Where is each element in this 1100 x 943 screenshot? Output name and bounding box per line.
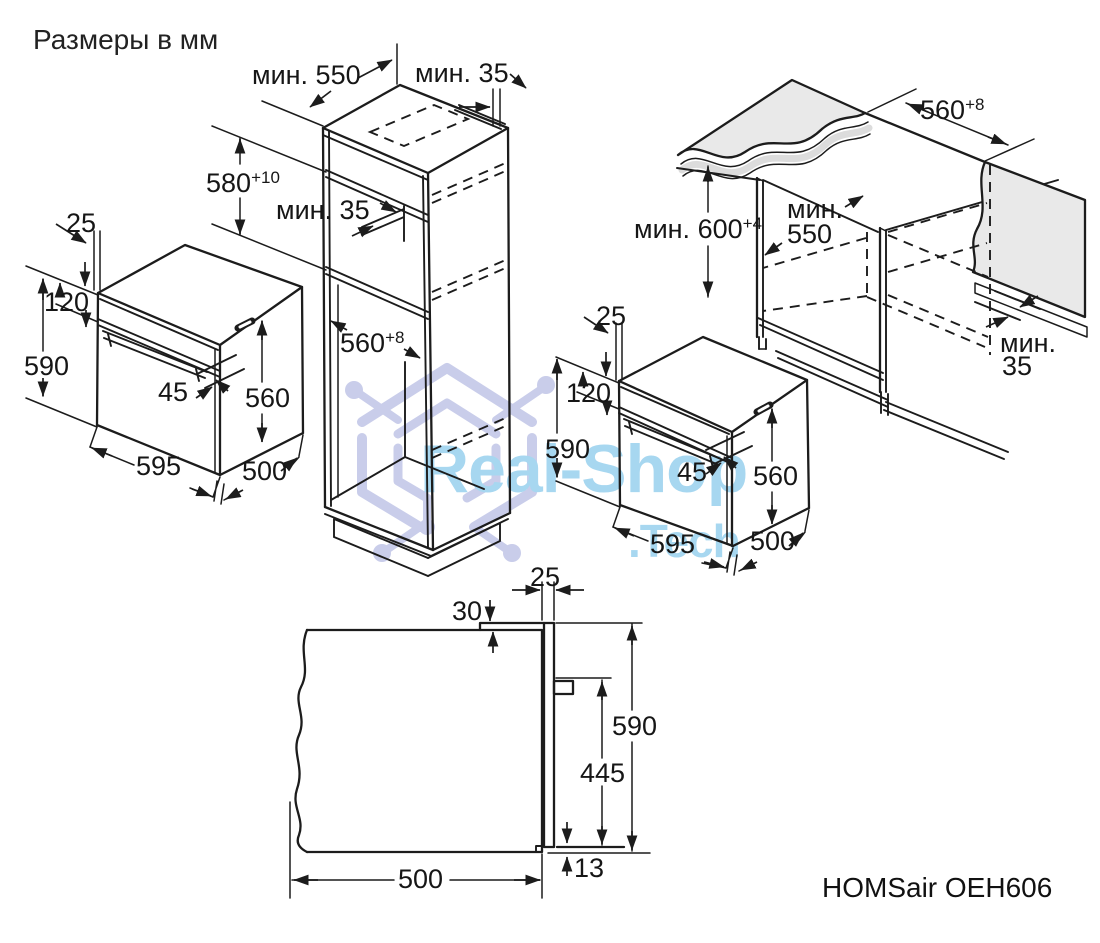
dim-cabinet-mid-rear-gap: мин. 35: [276, 195, 370, 225]
dim-cabinet-niche-height: 580+10: [206, 168, 280, 198]
dim-side-handle-to-bottom: 445: [580, 758, 626, 788]
dim-side-door-thickness: 25: [530, 562, 561, 592]
niche-height-tolerance: +10: [251, 168, 280, 187]
niche-width-tolerance: +8: [385, 328, 405, 347]
side-wall: [971, 160, 1087, 319]
dim-oven-left-width: 595: [136, 451, 182, 481]
dim-oven-left-panel-height: 120: [44, 287, 90, 317]
niche-height-value: 580: [206, 168, 252, 198]
min-word: мин.: [634, 214, 691, 244]
dim-side-top-offset: 30: [452, 596, 483, 626]
niche-width-value: 560: [340, 328, 386, 358]
dim-side-bottom-gap: 13: [574, 853, 605, 883]
dim-base-rear-gap-value: 35: [1002, 351, 1033, 381]
dim-cabinet-min-depth: мин. 550: [252, 60, 361, 90]
side-view-drawing: [289, 581, 651, 899]
oven-right-handle: [623, 418, 722, 469]
oven-left-handle: [102, 330, 208, 382]
watermark-brand: Real-Shop: [420, 431, 748, 507]
handle-side-view: [552, 679, 575, 696]
dim-oven-left-body-height: 560: [245, 383, 291, 413]
oven-right-drawing: [551, 316, 811, 576]
min-height-tolerance: +4: [742, 214, 763, 233]
base-niche-width-tolerance: +8: [965, 95, 985, 114]
min-height-value: 600: [697, 214, 743, 244]
dim-oven-right-width: 595: [650, 529, 696, 559]
dim-base-min-depth-value: 550: [787, 219, 833, 249]
base-cabinet-drawing: [676, 78, 1088, 460]
dim-cabinet-niche-width: 560+8: [340, 328, 405, 358]
model-name: HOMSair OEH606: [822, 872, 1053, 903]
dim-oven-left-height: 590: [24, 351, 70, 381]
dim-side-height: 590: [612, 711, 658, 741]
oven-left-drawing: [25, 223, 305, 505]
dim-base-rear-gap-word: мин.: [1000, 328, 1057, 358]
dim-oven-right-height: 590: [545, 434, 591, 464]
dim-base-min-depth-word: мин.: [787, 194, 844, 224]
door-panel: [542, 621, 556, 849]
dim-oven-left-depth: 500: [242, 456, 288, 486]
dim-oven-right-body-height: 560: [753, 461, 799, 491]
countertop: [676, 78, 867, 159]
page-title: Размеры в мм: [33, 24, 219, 55]
dim-base-niche-width: 560+8: [920, 95, 985, 125]
dim-oven-left-handle-depth: 45: [158, 377, 189, 407]
dim-cabinet-top-rear-gap: мин. 35: [415, 58, 509, 88]
dim-oven-right-handle-depth: 45: [677, 457, 708, 487]
dim-side-depth: 500: [398, 864, 444, 894]
dim-oven-right-overhang: 25: [596, 301, 627, 331]
dim-oven-right-depth: 500: [750, 526, 796, 556]
base-niche-width-value: 560: [920, 95, 966, 125]
dim-oven-left-overhang: 25: [66, 208, 97, 238]
break-edge: [294, 628, 309, 854]
dim-oven-right-panel-height: 120: [566, 378, 612, 408]
dim-base-min-height: мин. 600+4: [634, 214, 763, 244]
tall-cabinet-drawing: [211, 43, 527, 577]
